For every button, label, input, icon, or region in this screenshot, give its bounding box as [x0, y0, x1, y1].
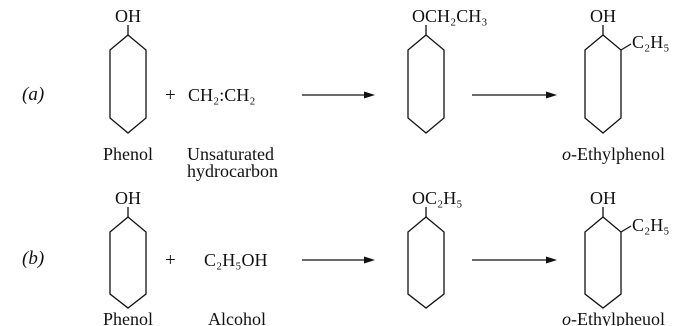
- reaction-b-intermediate-substituent: OC₂H₅: [412, 188, 463, 208]
- ethyl-bond: [620, 225, 632, 233]
- reaction-a-product-ethyl: C₂H₅: [632, 32, 670, 52]
- reaction-a-arrow-1: [302, 91, 375, 99]
- benzene-ring-icon: [584, 34, 622, 134]
- reaction-a-product: OH C₂H₅ o-Ethylphenol: [562, 6, 670, 164]
- reaction-a-intermediate-substituent: OCH₂CH₃: [412, 6, 488, 26]
- reaction-a-intermediate: OCH₂CH₃: [407, 6, 488, 134]
- reaction-a-phenol: OH Phenol: [103, 6, 153, 164]
- reaction-b-intermediate: OC₂H₅: [407, 188, 463, 309]
- reaction-b-alcohol: C₂H₅OH Alcohol: [204, 250, 268, 326]
- reaction-a-ethylene-name-line1: Unsaturated: [187, 144, 274, 164]
- reaction-b-product-ethyl: C₂H₅: [632, 215, 670, 235]
- benzene-ring-icon: [584, 216, 622, 309]
- reaction-b: (b) OH Phenol + C₂H₅OH Alcohol OC₂H₅: [22, 188, 670, 326]
- reaction-b-alcohol-formula: C₂H₅OH: [204, 250, 268, 270]
- reaction-b-arrow-2: [472, 256, 557, 264]
- reaction-a-ethylene-formula: CH₂:CH₂: [188, 85, 256, 105]
- reaction-a-phenol-name: Phenol: [103, 144, 153, 164]
- reaction-b-phenol-name: Phenol: [103, 309, 153, 326]
- reaction-b-product-name: o-Ethylpheuol: [562, 309, 665, 326]
- benzene-ring-icon: [407, 216, 445, 309]
- reaction-a-ethylene-name-line2: hydrocarbon: [187, 161, 278, 181]
- benzene-ring-icon: [109, 216, 147, 309]
- reaction-a-ethylene: CH₂:CH₂ Unsaturated hydrocarbon: [187, 85, 278, 181]
- reaction-b-product-oh: OH: [590, 188, 616, 208]
- reaction-a-phenol-oh: OH: [115, 6, 141, 26]
- benzene-ring-icon: [109, 34, 147, 134]
- reaction-b-alcohol-name: Alcohol: [208, 309, 266, 326]
- reaction-a-arrow-2: [472, 91, 557, 99]
- reaction-b-plus: +: [165, 250, 176, 271]
- reaction-a-product-name: o-Ethylphenol: [562, 144, 665, 164]
- reaction-a-label: (a): [22, 84, 44, 105]
- reaction-a-plus: +: [165, 85, 176, 106]
- benzene-ring-icon: [407, 34, 445, 134]
- ethyl-bond: [620, 43, 632, 51]
- reaction-b-arrow-1: [302, 256, 375, 264]
- reaction-b-label: (b): [22, 248, 44, 269]
- reaction-a: (a) OH Phenol + CH₂:CH₂ Unsaturated hydr…: [22, 6, 670, 181]
- reaction-b-phenol: OH Phenol: [103, 188, 153, 326]
- reaction-a-product-oh: OH: [590, 6, 616, 26]
- reaction-b-product: OH C₂H₅ o-Ethylpheuol: [562, 188, 670, 326]
- reaction-b-phenol-oh: OH: [115, 188, 141, 208]
